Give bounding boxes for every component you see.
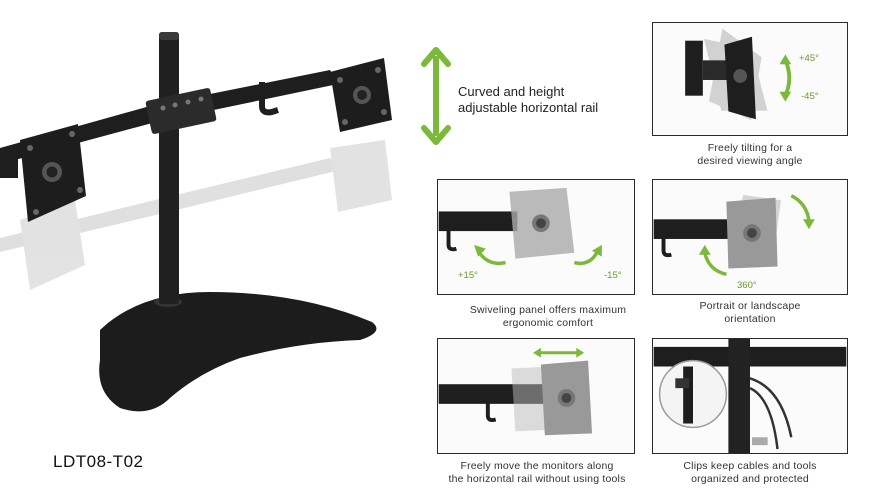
rotate-illustration	[653, 194, 815, 277]
clips-caption: Clips keep cables and tools organized an…	[652, 460, 848, 486]
rotate-angle: 360°	[737, 280, 757, 291]
swivel-caption: Swiveling panel offers maximum ergonomic…	[437, 304, 659, 330]
hero-line-2: adjustable horizontal rail	[458, 100, 599, 115]
clips-illustration	[653, 339, 847, 453]
slide-caption: Freely move the monitors along the horiz…	[432, 460, 642, 486]
clips-caption-line-1: Clips keep cables and tools	[683, 460, 817, 472]
tilt-angle-positive: +45°	[799, 53, 819, 64]
rotate-caption: Portrait or landscape orientation	[652, 300, 848, 326]
feature-panel-slide	[437, 338, 635, 454]
tilt-caption-line-2: desired viewing angle	[697, 155, 803, 167]
tilt-angle-negative: -45°	[801, 91, 819, 102]
slide-caption-line-1: Freely move the monitors along	[460, 460, 614, 472]
swivel-angle-negative: -15°	[604, 270, 622, 281]
product-illustration	[0, 32, 392, 412]
hero-line-1: Curved and height	[458, 84, 565, 99]
desk-base	[99, 292, 377, 412]
swivel-illustration	[438, 187, 602, 266]
pole	[159, 32, 179, 304]
slide-illustration	[438, 347, 593, 436]
hero-description: Curved and height adjustable horizontal …	[458, 84, 648, 116]
feature-panel-rotate: 360°	[652, 179, 848, 295]
tilt-illustration	[685, 28, 792, 121]
swivel-angle-positive: +15°	[458, 270, 478, 281]
swivel-caption-line-1: Swiveling panel offers maximum	[469, 304, 627, 316]
slide-caption-line-2: the horizontal rail without using tools	[448, 473, 626, 485]
vesa-plate-right	[330, 58, 392, 132]
model-number: LDT08-T02	[53, 452, 144, 471]
vesa-plate-left	[20, 124, 86, 222]
rotate-caption-line-2: orientation	[724, 313, 776, 325]
feature-panel-tilt: +45° -45°	[652, 22, 848, 136]
rotate-caption-line-1: Portrait or landscape	[699, 300, 801, 312]
clips-caption-line-2: organized and protected	[691, 473, 809, 485]
tilt-caption-line-1: Freely tilting for a	[707, 142, 793, 154]
feature-panel-clips	[652, 338, 848, 454]
feature-panel-swivel: +15° -15°	[437, 179, 635, 295]
swivel-caption-line-2: ergonomic comfort	[502, 317, 594, 329]
tilt-caption: Freely tilting for a desired viewing ang…	[652, 142, 848, 168]
height-adjust-arrow-icon	[421, 47, 451, 145]
